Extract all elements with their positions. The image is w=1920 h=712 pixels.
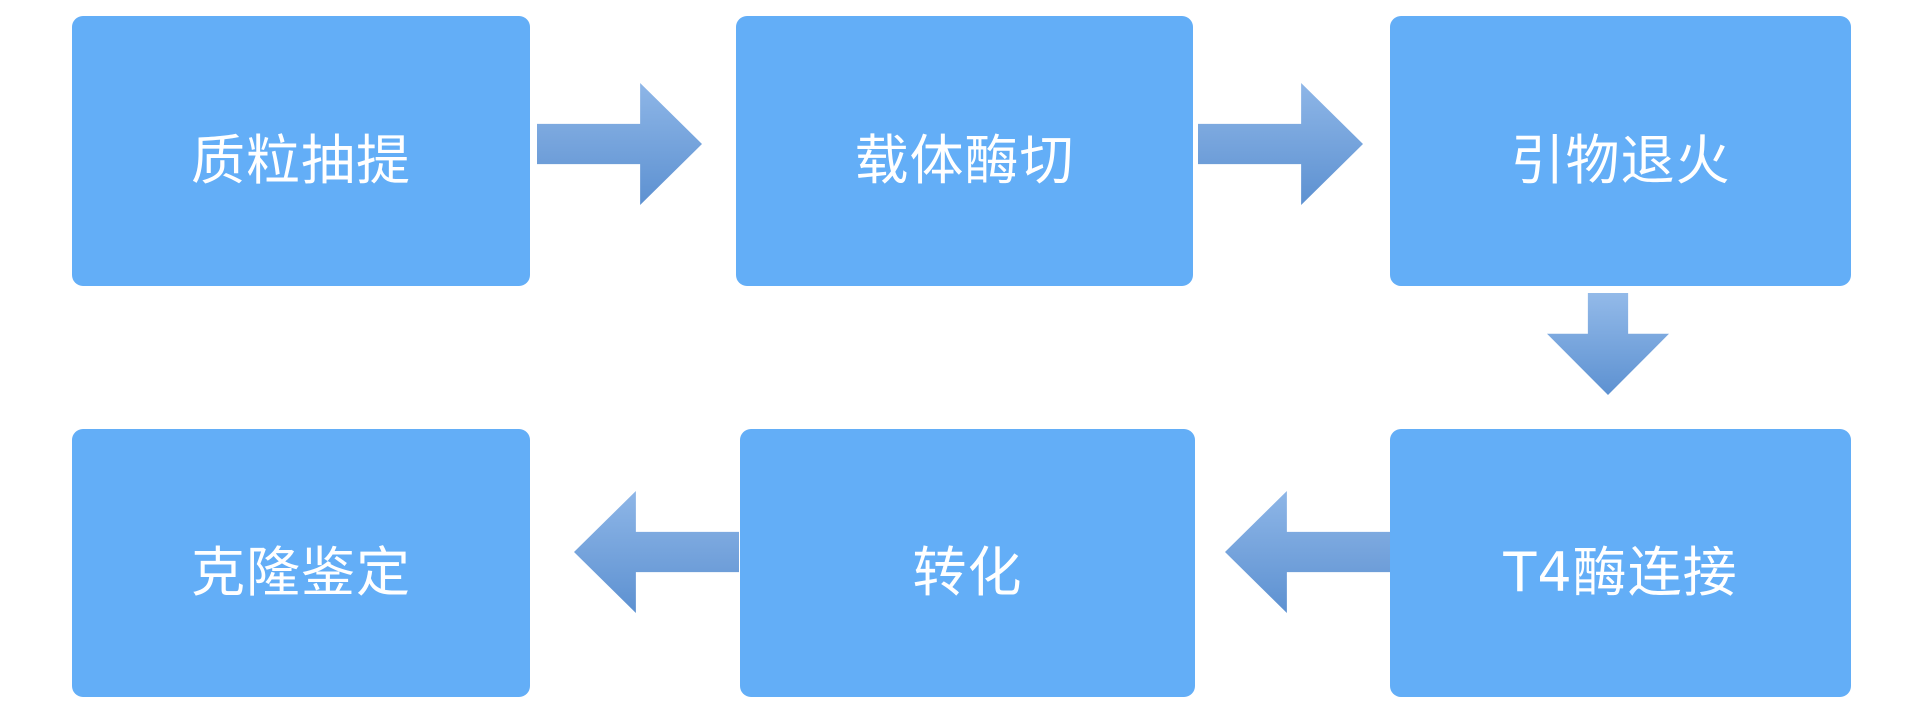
flow-node-label: T4酶连接 <box>1503 540 1738 604</box>
flow-node-clone-identification: 克隆鉴定 <box>72 429 530 697</box>
arrow-right-digestion-to-annealing <box>1198 83 1363 205</box>
flow-node-plasmid-extraction: 质粒抽提 <box>72 16 530 286</box>
flow-node-label: 质粒抽提 <box>191 128 411 192</box>
arrow-left-transformation-to-identification <box>574 491 739 613</box>
flow-node-label: 引物退火 <box>1510 128 1731 192</box>
flow-node-label: 转化 <box>912 540 1023 604</box>
flow-node-transformation: 转化 <box>740 429 1195 697</box>
flow-node-vector-digestion: 载体酶切 <box>736 16 1193 286</box>
arrow-right-plasmid-to-digestion <box>537 83 702 205</box>
flow-node-label: 克隆鉴定 <box>191 540 411 604</box>
arrow-down-annealing-to-ligation <box>1547 293 1669 395</box>
flow-node-t4-ligation: T4酶连接 <box>1390 429 1851 697</box>
arrow-left-ligation-to-transformation <box>1225 491 1390 613</box>
flow-node-primer-annealing: 引物退火 <box>1390 16 1851 286</box>
flow-node-label: 载体酶切 <box>854 128 1075 192</box>
